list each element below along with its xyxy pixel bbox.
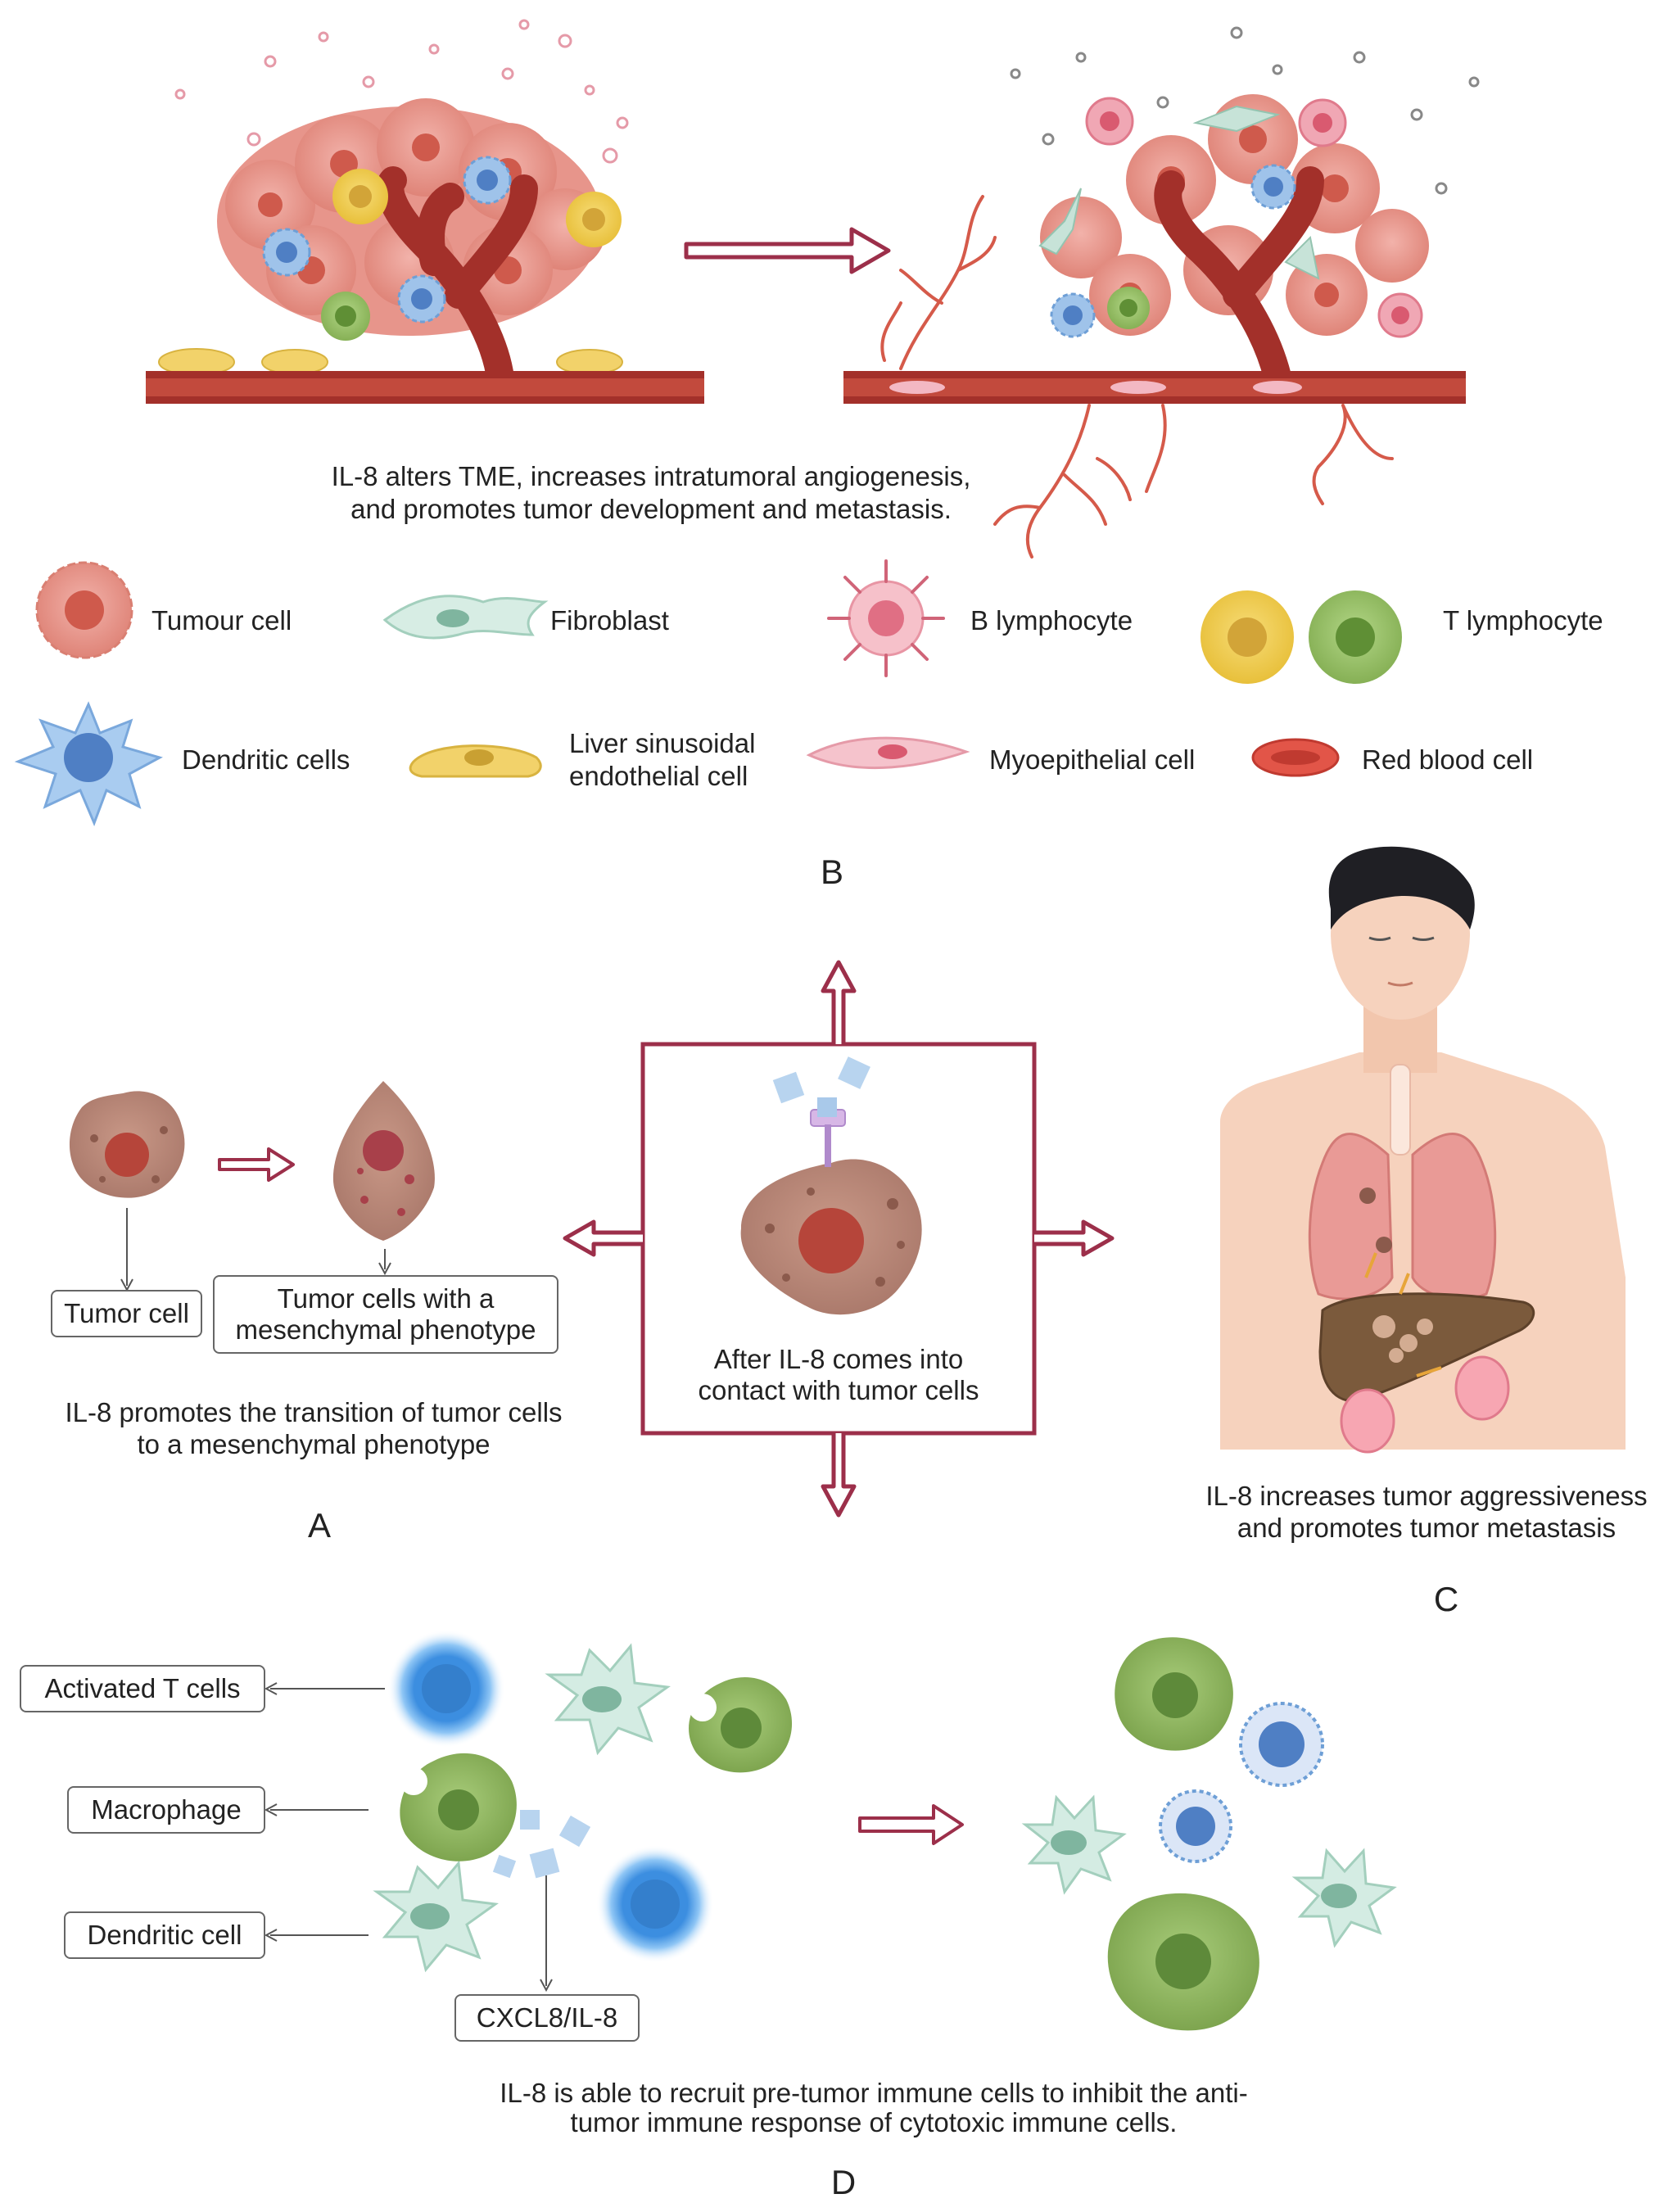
transition-arrow-b: [684, 227, 891, 274]
dendritic-cell: [262, 156, 512, 323]
blood-vessel-branch: [376, 166, 538, 387]
panel-label-d: D: [830, 2163, 857, 2201]
panel-c-caption-line2: and promotes tumor metastasis: [1237, 1513, 1617, 1543]
fibroblast: [1038, 105, 1320, 280]
cxcl8-molecules: [492, 1810, 591, 1879]
il8-molecule: [838, 1056, 870, 1089]
panel-c-caption-line1: IL-8 increases tumor aggressiveness: [1205, 1481, 1648, 1511]
dendritic-cell-d: [373, 1643, 671, 1973]
arrow-a-transition: [218, 1147, 295, 1182]
il8-particles: [174, 19, 629, 164]
panel-label-c: C: [1433, 1580, 1459, 1618]
blood-vessel-main: [146, 371, 704, 404]
il8-molecule: [772, 1071, 805, 1104]
legend: [14, 559, 1402, 827]
legend-tumour-cell-label: Tumour cell: [151, 605, 292, 636]
kidney-left: [1340, 1388, 1395, 1454]
activated-t-cells-box: Activated T cells: [20, 1665, 265, 1712]
legend-b-lymphocyte-label: B lymphocyte: [970, 605, 1133, 636]
arrow-left: [563, 1219, 643, 1257]
blood-vessel-branch-after: [1154, 166, 1324, 391]
legend-red-blood-cell-label: Red blood cell: [1362, 744, 1534, 775]
panel-a-caption-line1: IL-8 promotes the transition of tumor ce…: [65, 1397, 563, 1427]
center-caption-line2: contact with tumor cells: [698, 1375, 979, 1405]
panel-b-scene-after: [843, 26, 1480, 559]
legend-dendritic-cells-icon: [14, 701, 163, 827]
liver-endothelial-cell: [261, 349, 328, 375]
panel-d-leader-lines: [264, 1682, 553, 1993]
activated-t-cells-label: Activated T cells: [44, 1673, 241, 1704]
center-caption-line1: After IL-8 comes into: [713, 1344, 964, 1374]
legend-dendritic-cells-label: Dendritic cells: [182, 744, 350, 775]
mesenchymal-label-line1: Tumor cells with a: [277, 1283, 495, 1314]
mesenchymal-label-box: Tumor cells with a mesenchymal phenotype: [213, 1275, 558, 1354]
panel-label-b: B: [820, 853, 844, 891]
panel-d-result-cells: [1021, 1637, 1397, 2031]
panel-d-caption-line1: IL-8 is able to recruit pre-tumor immune…: [500, 2078, 1248, 2108]
panel-a-cells: [69, 1081, 435, 1292]
panel-a-caption-line2: to a mesenchymal phenotype: [137, 1429, 491, 1459]
arrow-d-transition: [858, 1804, 964, 1845]
panel-label-a: A: [307, 1506, 332, 1545]
arrow-up: [821, 960, 857, 1044]
il8-particles-after: [1010, 26, 1480, 195]
legend-fibroblast-label: Fibroblast: [550, 605, 669, 636]
hair: [1328, 846, 1475, 930]
cxcl8-label: CXCL8/IL-8: [476, 2002, 618, 2033]
dendritic-cell-label: Dendritic cell: [87, 1920, 242, 1951]
legend-liver-line2: endothelial cell: [569, 761, 748, 791]
kidney-right: [1454, 1355, 1510, 1421]
mesenchymal-label-line2: mesenchymal phenotype: [235, 1314, 536, 1345]
panel-b-caption-line2: and promotes tumor development and metas…: [350, 494, 952, 524]
panel-d-caption-line2: tumor immune response of cytotoxic immun…: [570, 2107, 1178, 2137]
legend-liver-line1: Liver sinusoidal: [569, 728, 756, 758]
arrow-down: [821, 1433, 857, 1518]
dendritic-cell-box: Dendritic cell: [64, 1911, 265, 1959]
legend-b-lymphocyte-icon: [827, 559, 945, 677]
panel-b-scene-before: [146, 19, 704, 404]
il8-molecule: [817, 1097, 837, 1117]
cxcl8-box: CXCL8/IL-8: [454, 1994, 640, 2042]
liver-endothelial-cell: [556, 349, 623, 375]
tumor-cell-label-box: Tumor cell: [51, 1290, 202, 1337]
blood-vessel-main-after: [843, 371, 1466, 404]
human-figure: [1220, 846, 1626, 1454]
panel-d-cells: [264, 1630, 1397, 2031]
macrophage-label: Macrophage: [91, 1794, 242, 1825]
tumor-cell-label: Tumor cell: [64, 1298, 189, 1329]
macrophage-box: Macrophage: [67, 1786, 265, 1834]
legend-myoepithelial-label: Myoepithelial cell: [989, 744, 1196, 775]
legend-t-lymphocyte-label: T lymphocyte: [1443, 605, 1603, 636]
tumour-cell-with-il8: [740, 1056, 922, 1315]
arrow-right: [1034, 1219, 1115, 1257]
panel-b-caption-line1: IL-8 alters TME, increases intratumoral …: [331, 461, 971, 491]
liver: [1318, 1292, 1535, 1403]
angiogenesis-vessels: [880, 195, 1394, 559]
macrophage-d: [400, 1676, 793, 1861]
b-lymphocyte: [1085, 97, 1423, 338]
